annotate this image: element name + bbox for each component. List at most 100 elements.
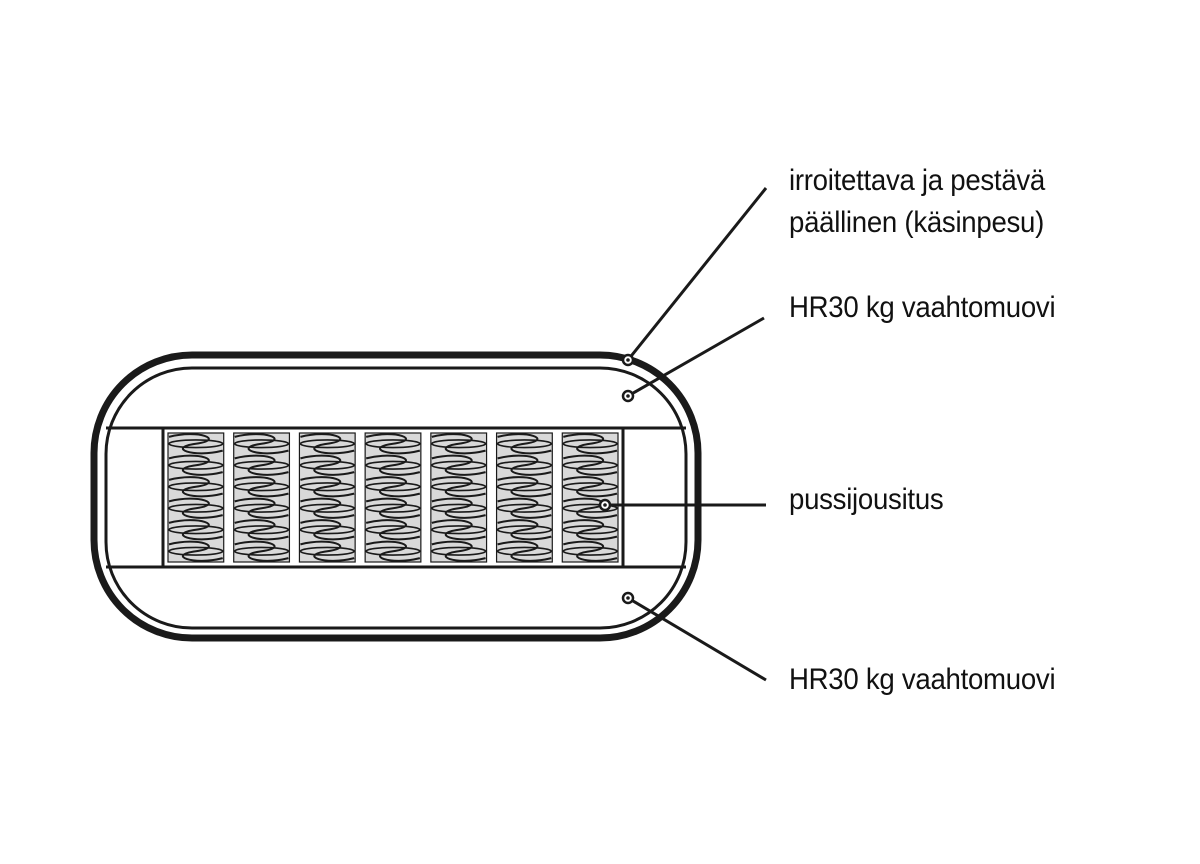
spring-coil xyxy=(365,540,421,562)
spring-pocket-fill xyxy=(430,433,487,562)
pointer-dot-foam-bottom xyxy=(621,591,635,605)
spring-coil xyxy=(431,519,486,541)
leader-line-cover xyxy=(626,187,768,361)
pointer-dot-foam-top xyxy=(621,389,635,403)
spring-coil-ring xyxy=(233,525,290,535)
spring-coil-ring xyxy=(431,546,487,556)
label-removable-cover: irroitettava ja pestävä päällinen (käsin… xyxy=(789,160,1045,244)
spring-pocket-fill xyxy=(562,433,618,562)
spring-coil-ring xyxy=(496,525,553,535)
spring-coil-ring xyxy=(233,439,290,449)
spring-coil-ring xyxy=(431,525,487,535)
spring-coil-ring xyxy=(365,546,421,556)
spring-pocket-fill xyxy=(168,433,224,562)
spring-coil-ring xyxy=(562,546,618,556)
spring-coil xyxy=(234,519,289,541)
leader-line-foam-bottom xyxy=(627,596,767,682)
leader-line-foam-top xyxy=(627,316,765,398)
spring-coil-ring xyxy=(496,546,553,556)
spring-coil xyxy=(497,540,552,562)
spring-coil xyxy=(365,433,421,455)
spring-coil xyxy=(365,519,421,541)
spring-coil-ring xyxy=(431,482,487,492)
spring-pocket xyxy=(495,432,553,563)
spring-coil xyxy=(234,454,289,476)
spring-coil xyxy=(234,476,289,498)
spring-coil xyxy=(300,497,355,519)
spring-coil-ring xyxy=(496,482,553,492)
spring-pocket-fill xyxy=(233,433,290,562)
spring-coil-ring xyxy=(168,439,224,449)
spring-coil-ring xyxy=(299,503,355,513)
spring-pocket-outline xyxy=(233,432,291,563)
pointer-dot-cover xyxy=(621,353,635,367)
spring-coil-ring xyxy=(168,460,224,470)
spring-coil xyxy=(563,433,618,455)
spring-coil xyxy=(234,433,289,455)
spring-coil xyxy=(168,519,223,541)
spring-pocket-fill xyxy=(299,433,356,562)
label-cover-line1: irroitettava ja pestävä xyxy=(789,164,1045,197)
spring-coil-ring xyxy=(431,439,487,449)
spring-coil xyxy=(300,476,355,498)
spring-coil-ring xyxy=(168,525,224,535)
spring-coil xyxy=(563,519,618,541)
spring-pocket xyxy=(167,432,225,563)
label-foam-bottom: HR30 kg vaahtomuovi xyxy=(789,663,1056,696)
spring-coil-ring xyxy=(431,503,487,513)
spring-pocket-outline xyxy=(298,432,356,563)
spring-pocket xyxy=(364,432,422,563)
spring-coil-ring xyxy=(299,525,355,535)
spring-pocket-outline xyxy=(561,432,619,563)
spring-pocket-outline xyxy=(167,432,225,563)
spring-coil-ring xyxy=(562,482,618,492)
spring-coil xyxy=(168,497,223,519)
spring-coil-ring xyxy=(233,546,290,556)
spring-coil xyxy=(365,497,421,519)
spring-coil xyxy=(365,454,421,476)
spring-coil-ring xyxy=(562,503,618,513)
spring-pocket xyxy=(298,432,356,563)
spring-pocket-fill xyxy=(365,433,421,562)
spring-coil xyxy=(563,476,618,498)
spring-pocket-outline xyxy=(364,432,422,563)
spring-pocket-outline xyxy=(495,432,553,563)
spring-coil-ring xyxy=(168,503,224,513)
spring-coil-ring xyxy=(365,503,421,513)
spring-coil-ring xyxy=(365,439,421,449)
spring-coil-ring xyxy=(168,546,224,556)
spring-coil-ring xyxy=(233,460,290,470)
spring-coil-ring xyxy=(233,503,290,513)
spring-coil xyxy=(168,454,223,476)
spring-pocket xyxy=(430,432,488,563)
pocket-springs-group xyxy=(167,432,619,563)
spring-coil-ring xyxy=(365,525,421,535)
spring-coil-ring xyxy=(562,525,618,535)
spring-coil xyxy=(497,433,552,455)
spring-coil xyxy=(300,454,355,476)
label-pocket-springs: pussijousitus xyxy=(789,483,944,516)
spring-coil xyxy=(497,476,552,498)
spring-coil xyxy=(234,540,289,562)
spring-coil xyxy=(300,540,355,562)
spring-pocket xyxy=(561,432,619,563)
spring-coil xyxy=(431,476,486,498)
spring-coil xyxy=(497,454,552,476)
spring-coil xyxy=(431,454,486,476)
spring-coil xyxy=(168,433,223,455)
spring-pocket-fill xyxy=(496,433,553,562)
spring-coil xyxy=(563,540,618,562)
spring-coil xyxy=(300,433,355,455)
spring-coil xyxy=(168,540,223,562)
spring-pocket-outline xyxy=(430,432,488,563)
spring-coil-ring xyxy=(431,460,487,470)
spring-coil xyxy=(431,497,486,519)
spring-coil-ring xyxy=(299,460,355,470)
spring-coil xyxy=(497,519,552,541)
spring-coil xyxy=(431,540,486,562)
spring-coil xyxy=(431,433,486,455)
spring-coil-ring xyxy=(562,439,618,449)
spring-coil xyxy=(300,519,355,541)
